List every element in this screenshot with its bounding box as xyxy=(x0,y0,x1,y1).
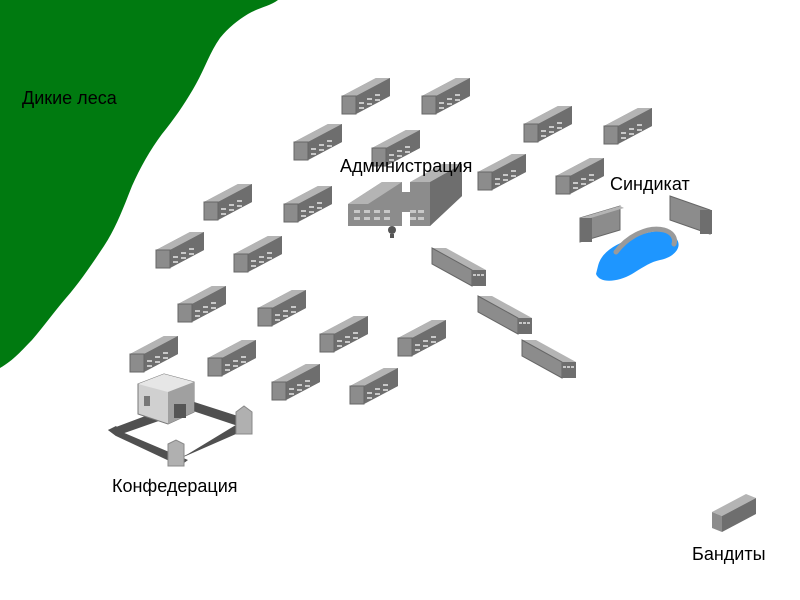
residential-building[interactable] xyxy=(129,336,178,373)
residential-building[interactable] xyxy=(555,158,604,195)
residential-building[interactable] xyxy=(207,340,256,377)
building-group xyxy=(129,78,652,405)
confederation-compound[interactable] xyxy=(108,373,253,467)
confederation-label: Конфедерация xyxy=(112,476,238,496)
residential-building[interactable] xyxy=(349,368,398,405)
residential-building[interactable] xyxy=(521,339,576,379)
administration-building[interactable] xyxy=(348,164,462,238)
residential-building[interactable] xyxy=(203,184,252,221)
forest-label: Дикие леса xyxy=(22,88,117,108)
residential-building[interactable] xyxy=(233,236,282,273)
residential-building[interactable] xyxy=(421,78,470,115)
syndicate-arch xyxy=(613,226,677,255)
residential-building[interactable] xyxy=(603,108,652,145)
syndicate-wall-right[interactable] xyxy=(669,195,712,235)
residential-building[interactable] xyxy=(341,78,390,115)
syndicate-lake[interactable] xyxy=(596,231,679,281)
residential-building[interactable] xyxy=(431,247,486,287)
residential-building[interactable] xyxy=(283,186,332,223)
residential-building[interactable] xyxy=(257,290,306,327)
residential-building[interactable] xyxy=(523,106,572,143)
residential-building[interactable] xyxy=(397,320,446,357)
residential-building[interactable] xyxy=(319,316,368,353)
residential-building[interactable] xyxy=(271,364,320,401)
residential-building[interactable] xyxy=(155,232,204,269)
residential-building[interactable] xyxy=(177,286,226,323)
forest-area[interactable] xyxy=(0,0,278,368)
residential-building[interactable] xyxy=(293,124,342,161)
residential-building[interactable] xyxy=(477,154,526,191)
syndicate-label: Синдикат xyxy=(610,174,690,194)
residential-building[interactable] xyxy=(477,295,532,335)
administration-label: Администрация xyxy=(340,156,473,176)
residential-building[interactable] xyxy=(371,130,420,167)
bandits-label: Бандиты xyxy=(692,544,766,564)
syndicate-wall-left[interactable] xyxy=(579,205,624,243)
bandits-building[interactable] xyxy=(712,494,756,532)
